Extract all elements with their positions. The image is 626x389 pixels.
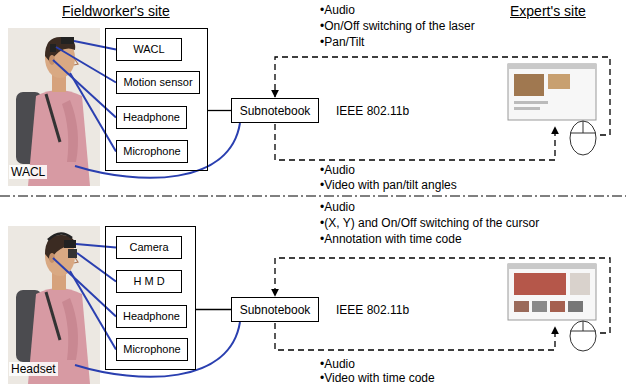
device-box: Camera — [116, 236, 182, 259]
dashed-link — [275, 258, 610, 333]
screen-thumbnail — [514, 273, 566, 295]
screen-window — [508, 64, 596, 120]
fieldworker-photo — [8, 28, 100, 186]
message-item: •Audio — [320, 357, 355, 371]
screen-text-line — [514, 107, 540, 110]
site-heading: Expert's site — [510, 3, 586, 20]
device-box: Headphone — [116, 305, 187, 328]
device-group: Camera H M D HeadphoneMicrophone — [105, 226, 196, 370]
device-box: Headphone — [116, 106, 187, 129]
mouse-icon — [570, 321, 596, 351]
separator-line — [0, 196, 626, 197]
dashed-link — [275, 57, 610, 135]
screen-thumbnail — [570, 273, 590, 295]
device-box: H M D — [116, 270, 182, 293]
screen-thumbnail — [568, 301, 583, 312]
wire-line — [53, 258, 116, 317]
message-item: •(X, Y) and On/Off switching of the curs… — [320, 216, 539, 230]
screen-thumbnail — [548, 74, 570, 89]
device-box: Microphone — [116, 140, 188, 163]
screen-thumbnail — [532, 301, 547, 312]
box-text: Subnotebook — [240, 104, 311, 118]
screen-thumbnail — [514, 74, 544, 96]
computer-box: Subnotebook — [231, 98, 319, 123]
mouse-button — [583, 321, 584, 331]
cable-line — [196, 309, 231, 310]
wire-layer — [53, 41, 240, 377]
box-text: WACL — [133, 43, 164, 56]
mouse-button — [570, 133, 596, 134]
screen-text-line — [514, 101, 548, 104]
wacl-device — [61, 37, 74, 44]
motion-sensor — [50, 44, 56, 52]
camera-device — [64, 240, 76, 248]
wire-line — [70, 73, 116, 152]
dashed-link — [275, 323, 555, 350]
message-item: •Annotation with time code — [320, 232, 462, 246]
message-item: •Audio — [320, 3, 355, 17]
box-text: Microphone — [123, 343, 180, 356]
wire-line — [77, 253, 116, 282]
device-box: WACL — [116, 38, 182, 61]
box-text: Microphone — [123, 145, 180, 158]
box-text: Subnotebook — [240, 303, 311, 317]
box-text: Headphone — [123, 310, 180, 323]
cable-line — [208, 110, 231, 111]
box-text: Motion sensor — [123, 76, 192, 89]
device-box: Motion sensor — [116, 71, 200, 94]
device-group: WACL Motion sensorHeadphoneMicrophone — [105, 28, 208, 171]
mouse-button — [583, 121, 584, 133]
photo-label: Headset — [9, 362, 58, 376]
message-item: •Audio — [320, 163, 355, 177]
screen-titlebar — [508, 264, 596, 269]
screen-thumbnail — [550, 301, 565, 312]
hmd-device — [68, 249, 77, 258]
wire-line — [70, 271, 116, 350]
message-item: •Video with time code — [320, 371, 435, 385]
fieldworker-photo — [8, 226, 100, 384]
computer-box: Subnotebook — [231, 297, 319, 322]
mouse-button — [570, 331, 596, 332]
wire-line — [75, 322, 240, 377]
box-text: H M D — [133, 275, 164, 288]
site-heading: Fieldworker's site — [62, 3, 170, 20]
wire-line — [56, 47, 116, 83]
network-label: IEEE 802.11b — [336, 104, 409, 118]
message-item: •Audio — [320, 200, 355, 214]
wire-line — [74, 41, 116, 50]
headset-band — [48, 233, 72, 240]
dashed-link — [275, 124, 555, 160]
wire-line — [75, 123, 240, 178]
wire-line — [53, 60, 116, 118]
screen-window — [508, 264, 596, 320]
message-item: •On/Off switching of the laser — [320, 19, 475, 33]
box-text: Camera — [129, 241, 168, 254]
box-text: Headphone — [123, 111, 180, 124]
screen-titlebar — [508, 64, 596, 69]
wire-line — [76, 244, 116, 248]
message-item: •Pan/Tilt — [320, 35, 364, 49]
network-label: IEEE 802.11b — [336, 303, 409, 317]
screen-thumbnail — [514, 301, 529, 312]
mouse-icon — [570, 121, 596, 155]
photo-label: WACL — [9, 165, 47, 179]
device-box: Microphone — [116, 338, 188, 361]
message-item: •Video with pan/tilt angles — [320, 178, 457, 192]
